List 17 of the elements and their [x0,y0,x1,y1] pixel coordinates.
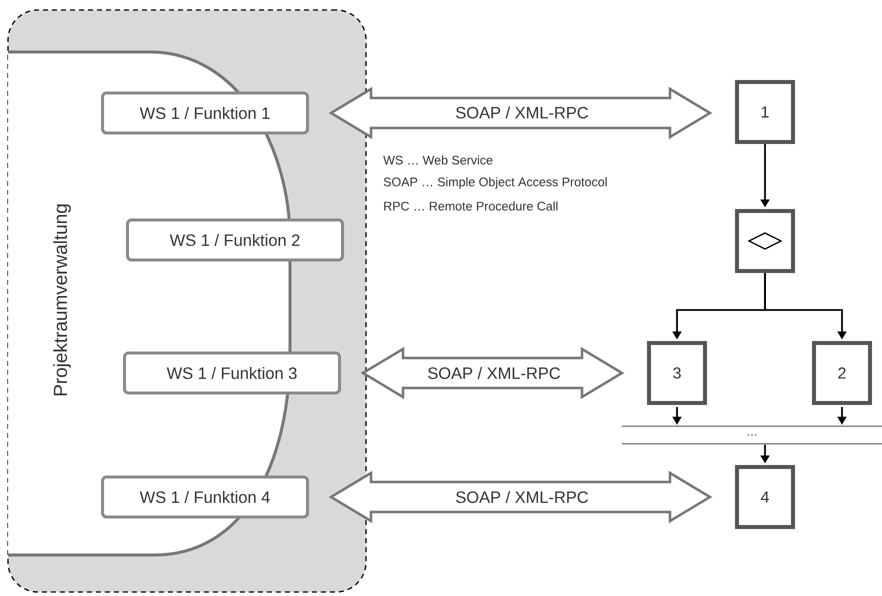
edge-label: SOAP / XML-RPC [426,366,562,380]
double-line-bar: … [621,426,882,444]
edge-label: SOAP / XML-RPC [454,105,590,120]
step-box: 3 [647,341,707,405]
function-box: WS 1 / Funktion 4 [101,476,309,518]
step-box: 4 [735,465,795,529]
function-box: WS 1 / Funktion 3 [123,352,341,394]
note-text: RPC … Remote Procedure Call [384,201,558,211]
step-box: 1 [735,80,795,144]
function-box: WS 1 / Funktion 1 [101,92,309,134]
note-text: WS … Web Service [383,155,492,165]
note-text: SOAP … Simple Object Access Protocol [384,177,607,189]
function-box: WS 1 / Funktion 2 [126,218,344,262]
step-box [735,209,795,273]
node-label: Projektraumverwaltung [53,204,71,396]
step-box: 2 [812,341,872,405]
edge-label: SOAP / XML-RPC [454,490,590,504]
